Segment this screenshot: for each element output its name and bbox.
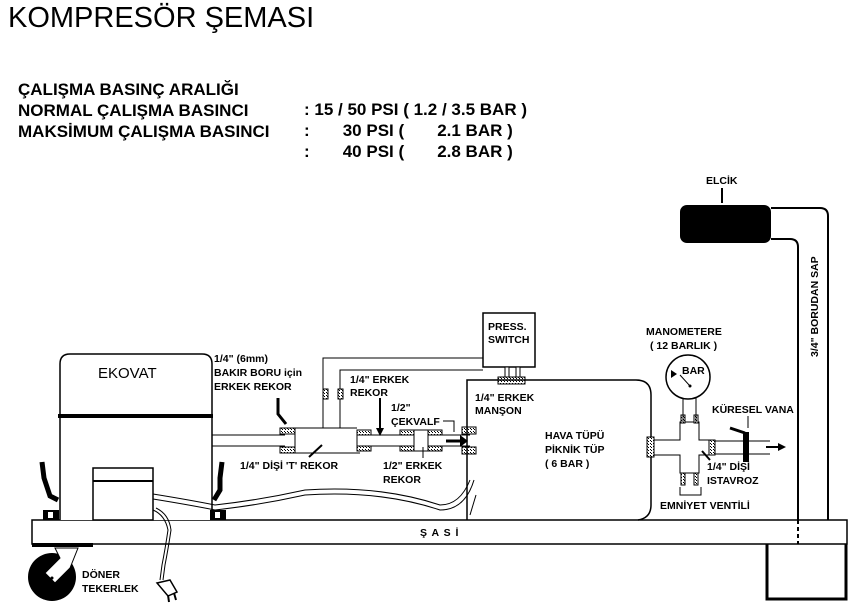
copper-fitting [279, 427, 296, 435]
wheel-label: TEKERLEK [82, 583, 139, 595]
spec-row-max: MAKSİMUM ÇALIŞMA BASINCI : 40 PSI ( 2.8 … [18, 102, 513, 162]
relay-box [92, 467, 154, 521]
swivel-wheel: DÖNER TEKERLEK [28, 547, 139, 601]
manometer-label: ( 12 BARLIK ) [650, 340, 717, 352]
spec-row-normal: NORMAL ÇALIŞMA BASINCI : 30 PSI ( 2.1 BA… [18, 81, 513, 141]
handle-pipe-label: 3/4" BORUDAN SAP [809, 256, 821, 357]
half-male-fitting-label: 1/2" ERKEK [383, 460, 443, 472]
compressor-label: EKOVAT [98, 365, 157, 382]
handle-right [211, 461, 225, 502]
wheel-label: DÖNER [82, 568, 120, 581]
t-fitting-label: 1/4" DİŞİ 'T' REKOR [240, 459, 338, 472]
spec-value: : 30 PSI ( 2.1 BAR ) [304, 121, 513, 140]
grip-label: ELCİK [706, 174, 738, 187]
tank-label: ( 6 BAR ) [545, 458, 589, 470]
copper-fitting-label: ERKEK REKOR [214, 381, 292, 393]
gauge-unit: BAR [682, 365, 705, 377]
check-valve [413, 429, 429, 452]
manometer-gauge [665, 354, 711, 400]
tank-label: HAVA TÜPÜ [545, 429, 604, 442]
spec-value: : 15 / 50 PSI ( 1.2 / 3.5 BAR ) [304, 100, 527, 119]
chassis-label: Ş A S İ [420, 526, 459, 539]
plug-icon [155, 579, 179, 597]
male-fitting-label: 1/4" ERKEK [350, 374, 410, 386]
power-cord [152, 507, 179, 603]
check-valve-label: ÇEKVALF [391, 416, 440, 428]
cross-fitting-label: ISTAVROZ [707, 475, 759, 487]
outlet-arrow-icon [778, 443, 786, 451]
compressor: EKOVAT [39, 353, 226, 521]
safety-valve-label: EMNİYET VENTİLİ [660, 499, 750, 512]
handle-left [39, 461, 60, 503]
pressure-switch: PRESS. SWITCH [482, 312, 536, 385]
copper-fitting-label: BAKIR BORU için [214, 367, 302, 379]
cross-fitting [654, 421, 710, 474]
pressure-switch-label: SWITCH [488, 334, 529, 346]
page-title: KOMPRESÖR ŞEMASI [8, 2, 315, 34]
check-valve-label: 1/2" [391, 402, 411, 414]
male-fitting-label: REKOR [350, 387, 388, 399]
half-male-fitting-label: REKOR [383, 474, 421, 486]
spec-value: : 40 PSI ( 2.8 BAR ) [304, 142, 513, 161]
spec-label: ÇALIŞMA BASINÇ ARALIĞI [18, 80, 239, 99]
cross-fitting-label: 1/4" DİŞİ [707, 460, 750, 473]
ball-valve [743, 432, 749, 462]
handle-assembly: ELCİK 3/4" BORUDAN SAP [680, 174, 829, 544]
manometer-label: MANOMETERE [646, 326, 722, 338]
grip-icon [680, 205, 771, 243]
spec-row-range: ÇALIŞMA BASINÇ ARALIĞI : 15 / 50 PSI ( 1… [18, 60, 527, 120]
chassis: Ş A S İ [31, 519, 848, 547]
ball-valve-label: KÜRESEL VANA [712, 403, 794, 416]
safety-valve [679, 487, 702, 496]
spec-label: MAKSİMUM ÇALIŞMA BASINCI [18, 122, 270, 141]
chassis-leg [765, 544, 848, 601]
pressure-switch-label: PRESS. [488, 321, 527, 333]
sleeve-label: 1/4" ERKEK [475, 392, 535, 404]
spec-label: NORMAL ÇALIŞMA BASINCI [18, 101, 249, 120]
tank-label: PİKNİK TÜP [545, 443, 605, 456]
sleeve-label: MANŞON [475, 405, 522, 417]
flow-arrow-icon [460, 435, 468, 447]
air-tank: HAVA TÜPÜ PİKNİK TÜP ( 6 BAR ) [466, 379, 652, 521]
copper-fitting-label: 1/4" (6mm) [214, 353, 268, 365]
